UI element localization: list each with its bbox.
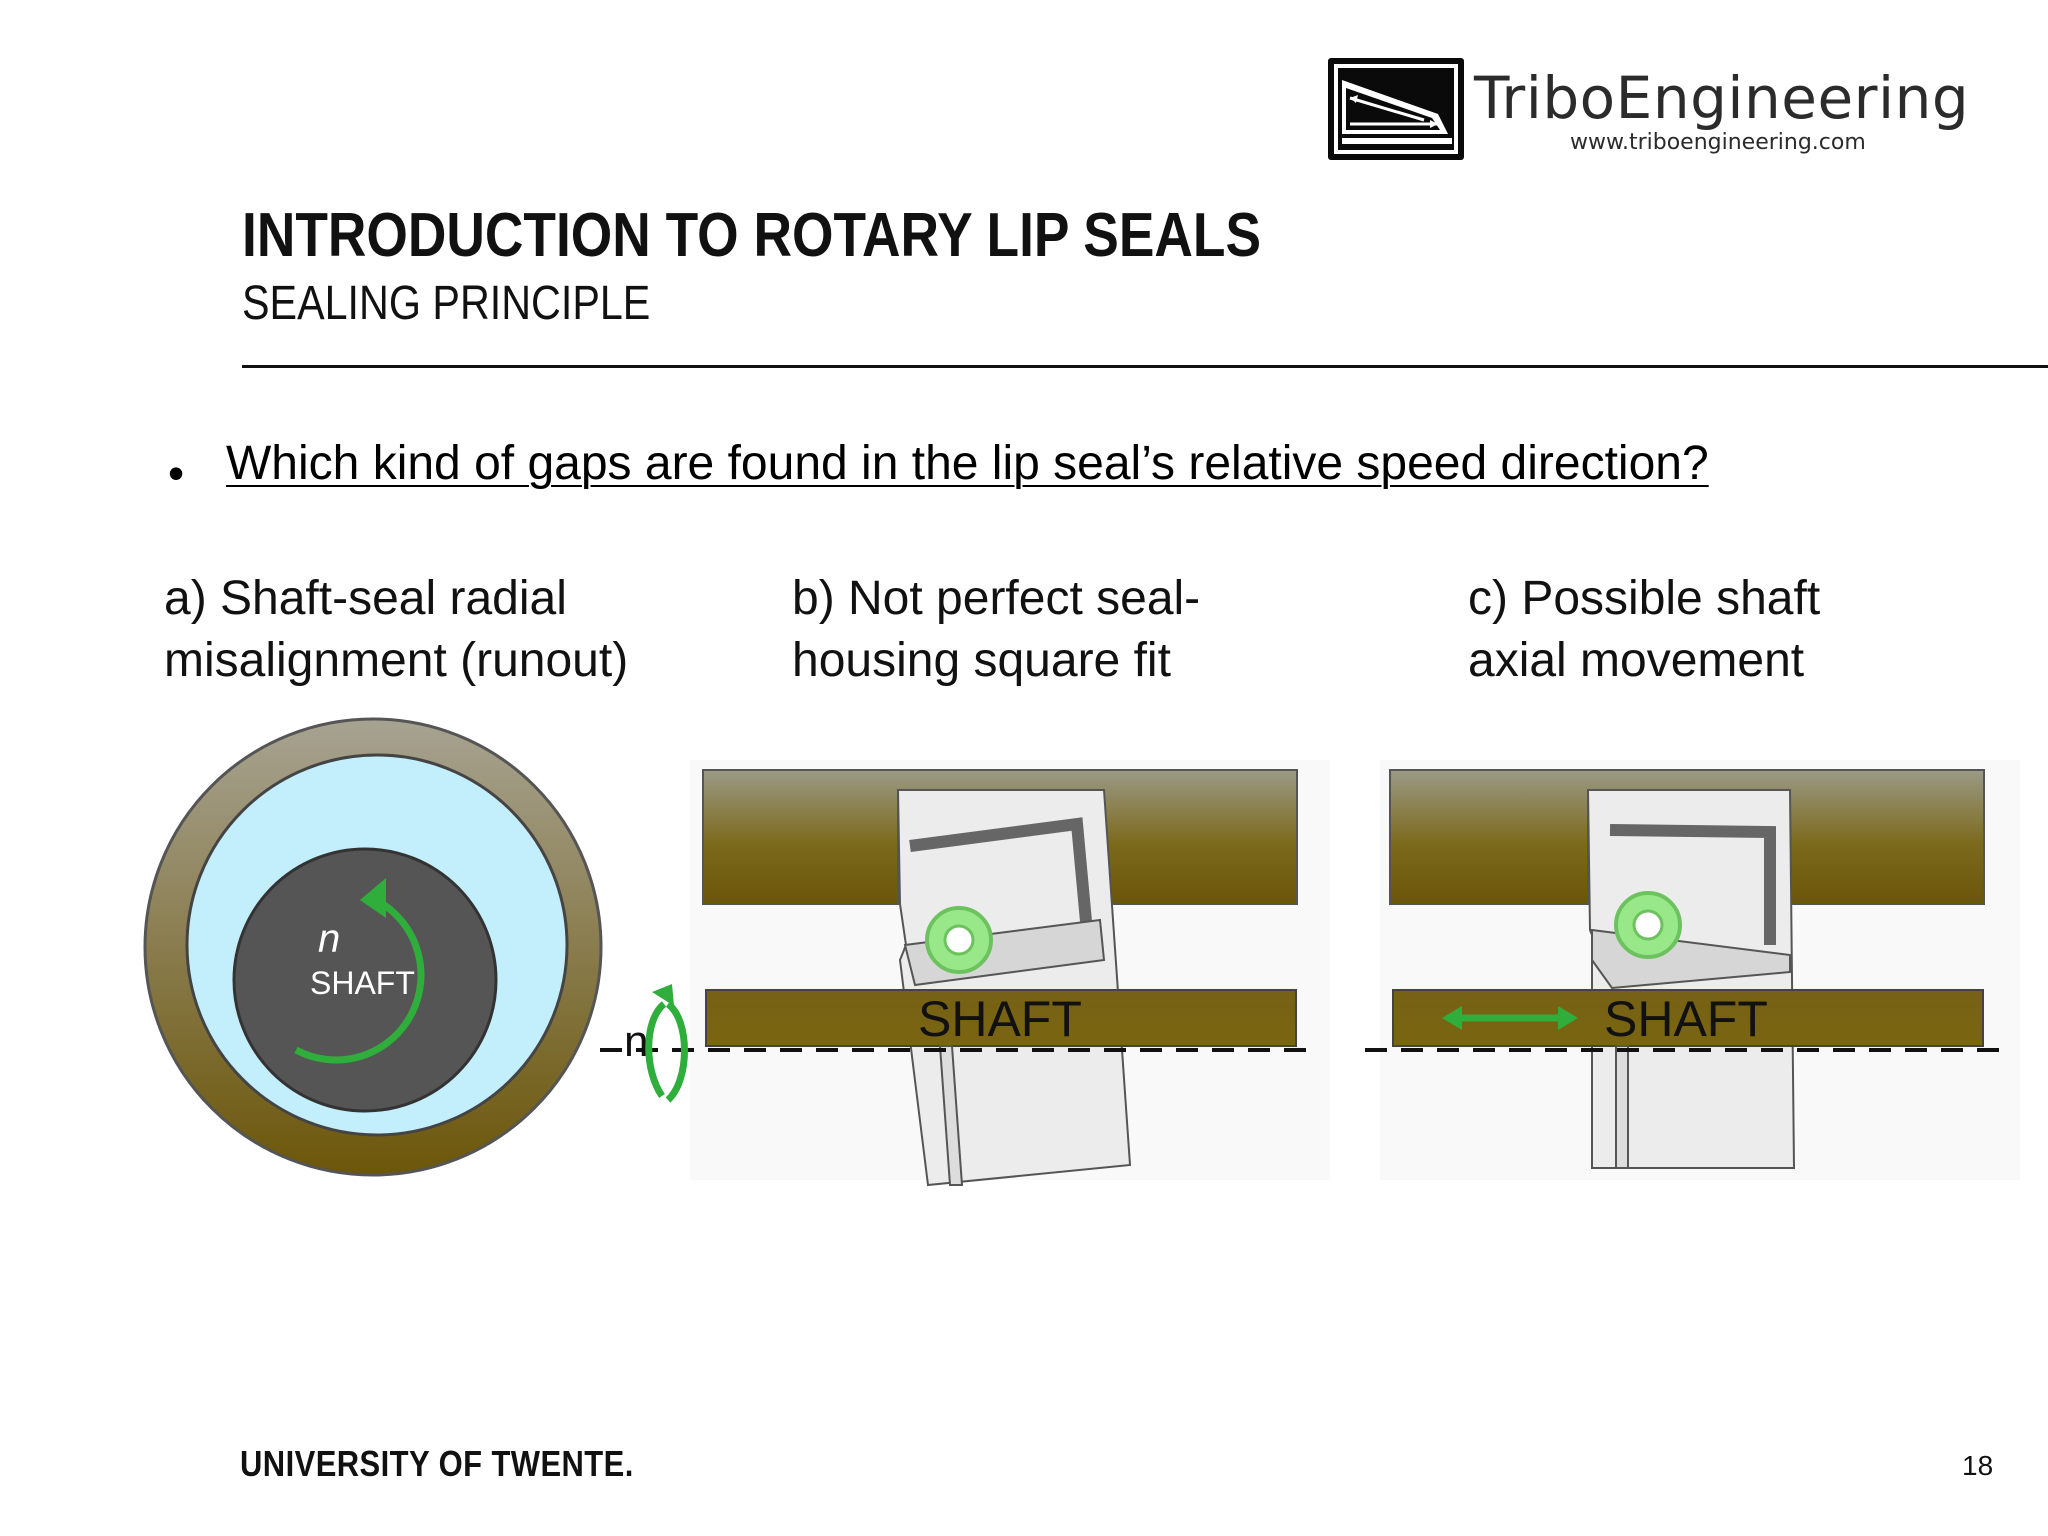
cutaway-wavy-edge: [938, 1045, 964, 1186]
shaft-label-b: SHAFT: [918, 991, 1082, 1047]
shaft-label-a: SHAFT: [310, 965, 415, 1001]
shaft-bar-b: [705, 989, 1297, 1047]
caption-radial-misalignment: a) Shaft-seal radial misalignment (runou…: [164, 572, 629, 687]
diagram-b-square-fit: SHAFT n: [600, 760, 1330, 1187]
question-text: Which kind of gaps are found in the lip …: [226, 437, 1709, 490]
page-subtitle: SEALING PRINCIPLE: [242, 277, 651, 330]
rotation-arrow-icon: [294, 894, 425, 1064]
shaft-label-c: SHAFT: [1604, 991, 1768, 1047]
triboengineering-logo-icon: [1328, 58, 1464, 160]
caption-square-fit: b) Not perfect seal- housing square fit: [792, 572, 1201, 687]
logo-url: www.triboengineering.com: [1570, 130, 1866, 155]
caption-axial-movement: c) Possible shaft axial movement: [1468, 572, 1821, 687]
cutaway-wavy-edge: [1615, 1045, 1629, 1169]
page-number: 18: [1962, 1450, 1994, 1481]
speed-symbol-a: n: [318, 917, 340, 961]
diagram-a-runout: n SHAFT: [143, 717, 603, 1177]
shaft-cross-section: [232, 847, 498, 1113]
page-title: INTRODUCTION TO ROTARY LIP SEALS: [242, 201, 1262, 270]
university-logo-text: UNIVERSITY OF TWENTE.: [240, 1443, 634, 1484]
bullet-point-icon: •: [168, 447, 185, 499]
seal-metal-insert: [909, 817, 1094, 944]
speed-symbol-b: n: [624, 1017, 648, 1066]
seal-metal-insert: [1609, 824, 1776, 945]
rotation-arrowhead-icon: [360, 878, 386, 918]
seal-body-tilted: [896, 789, 1132, 1187]
logo-name: TriboEngineering: [1474, 64, 1970, 132]
diagram-c-axial-movement: SHAFT: [1365, 760, 2020, 1180]
title-divider: [242, 365, 2048, 368]
rotation-arrow-b-icon: [665, 1001, 688, 1103]
seal-diagrams: n SHAFT SHAFT n SHAFT: [143, 717, 2020, 1187]
